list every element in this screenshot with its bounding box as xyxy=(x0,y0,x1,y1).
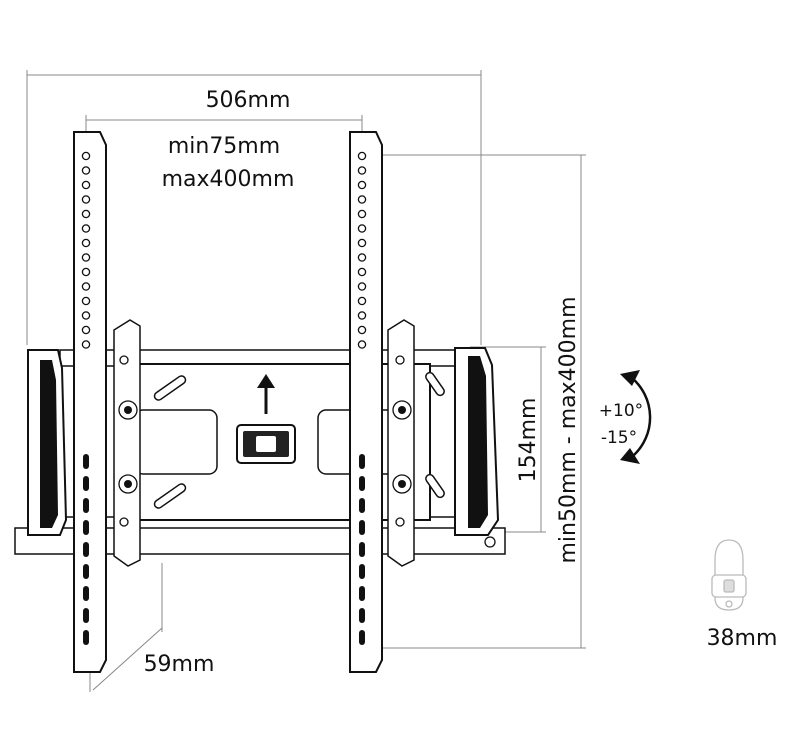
vesa-vertical-label: min50mm - max400mm xyxy=(556,296,581,563)
mounting-hole xyxy=(357,296,367,306)
vesa-horizontal-max-label: max400mm xyxy=(162,167,295,192)
mounting-slot xyxy=(359,476,365,491)
tilt-arrow-icon xyxy=(620,370,652,464)
mounting-slot xyxy=(359,498,365,513)
mounting-slot xyxy=(83,564,89,579)
mounting-slot xyxy=(83,542,89,557)
mounting-hole xyxy=(81,180,91,190)
mounting-hole xyxy=(81,238,91,248)
mounting-slot xyxy=(359,520,365,535)
mounting-slot xyxy=(359,564,365,579)
right-tilt-bracket xyxy=(387,319,415,567)
mounting-hole xyxy=(81,166,91,175)
mounting-hole xyxy=(357,209,367,219)
mounting-hole xyxy=(357,282,367,291)
mounting-hole xyxy=(357,311,367,320)
mounting-hole xyxy=(357,166,367,175)
width-overall-label: 506mm xyxy=(206,88,291,113)
mounting-hole xyxy=(357,151,367,161)
mounting-hole xyxy=(81,253,91,262)
mounting-slot xyxy=(83,586,89,601)
mounting-hole xyxy=(81,151,91,161)
mounting-slot xyxy=(83,630,89,645)
mounting-hole xyxy=(357,340,367,349)
mounting-slot xyxy=(359,630,365,645)
plate-height-label: 154mm xyxy=(516,398,541,483)
right-handle xyxy=(454,347,500,536)
mounting-hole xyxy=(81,267,91,277)
mounting-slot xyxy=(359,586,365,601)
tilt-down-label: -15° xyxy=(601,428,637,448)
up-arrow-icon xyxy=(257,374,275,414)
mounting-hole xyxy=(357,253,367,262)
mounting-slot xyxy=(359,454,365,469)
left-handle xyxy=(27,349,68,536)
mounting-slot xyxy=(83,520,89,535)
tilt-up-label: +10° xyxy=(599,401,643,421)
left-vesa-arm xyxy=(73,131,107,673)
mounting-hole xyxy=(357,325,367,335)
mounting-hole xyxy=(81,224,91,233)
left-tilt-bracket xyxy=(113,319,141,567)
mounting-hole xyxy=(81,209,91,219)
mounting-hole xyxy=(81,325,91,335)
thickness-label: 38mm xyxy=(707,626,778,651)
mounting-hole xyxy=(81,282,91,291)
mounting-hole xyxy=(357,180,367,190)
mounting-slot xyxy=(83,498,89,513)
mounting-slot xyxy=(83,454,89,469)
depth-label: 59mm xyxy=(144,652,215,677)
mounting-hole xyxy=(81,311,91,320)
mounting-slot xyxy=(83,476,89,491)
mounting-slot xyxy=(83,608,89,623)
mounting-hole xyxy=(357,238,367,248)
bubble-level-icon xyxy=(236,424,296,464)
mounting-hole xyxy=(81,296,91,306)
vesa-horizontal-min-label: min75mm xyxy=(168,134,280,159)
mounting-hole xyxy=(357,224,367,233)
mounting-hole xyxy=(81,195,91,204)
mounting-hole xyxy=(81,340,91,349)
mounting-hole xyxy=(357,195,367,204)
mounting-slot xyxy=(359,608,365,623)
right-vesa-arm xyxy=(349,131,383,673)
mounting-hole xyxy=(357,267,367,277)
mounting-slot xyxy=(359,542,365,557)
side-profile-icon xyxy=(711,539,747,611)
